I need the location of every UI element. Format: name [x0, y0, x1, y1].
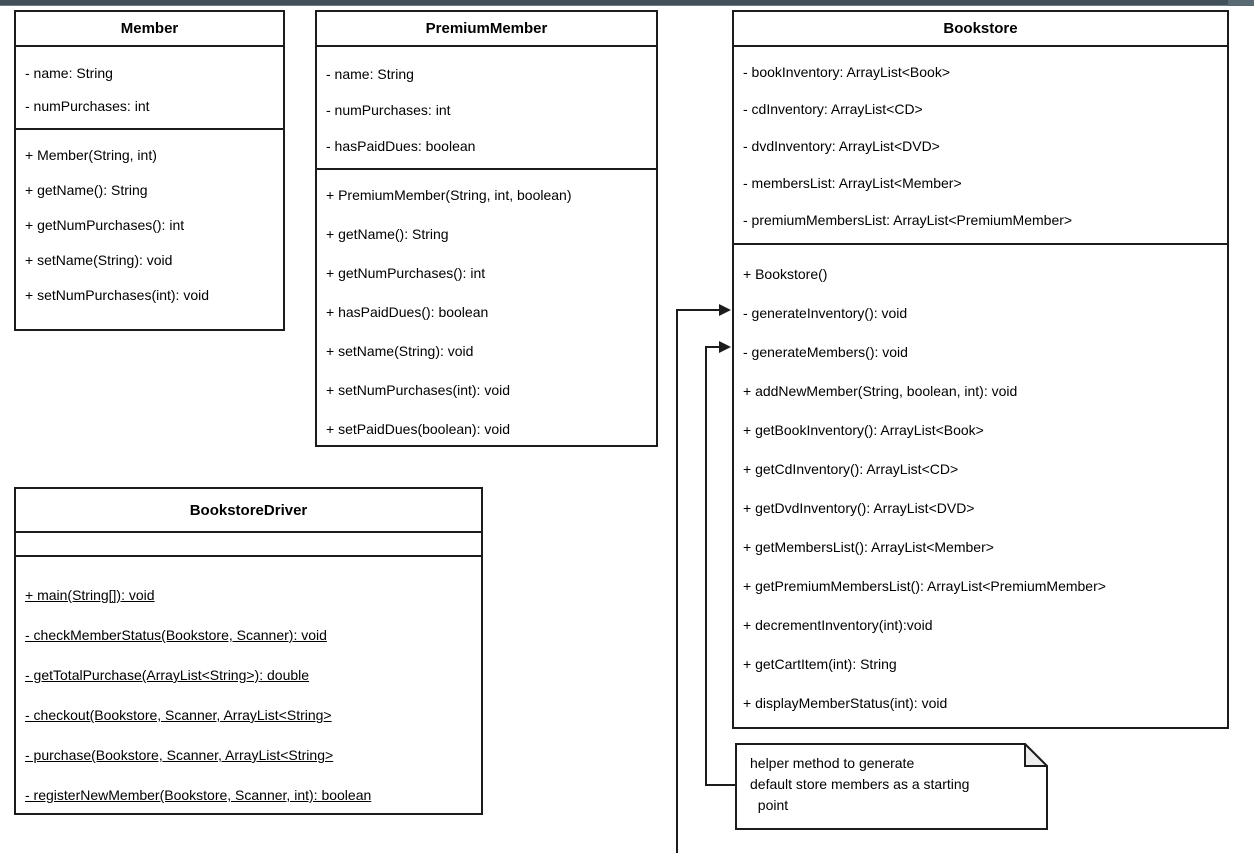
class-box-premium-member[interactable]: PremiumMember - name: String - numPurcha…	[315, 10, 658, 447]
note-text: helper method to generate default store …	[735, 743, 1048, 830]
method: + setNumPurchases(int): void	[326, 381, 511, 398]
attribute: - numPurchases: int	[25, 97, 150, 114]
method: + getName(): String	[326, 225, 449, 242]
class-title: Member	[16, 12, 283, 47]
method: - checkout(Bookstore, Scanner, ArrayList…	[25, 707, 332, 723]
method: + PremiumMember(String, int, boolean)	[326, 186, 572, 203]
method: - checkMemberStatus(Bookstore, Scanner):…	[25, 627, 327, 643]
connector-to-generate-inventory	[676, 309, 720, 853]
note-fold-corner-icon	[1024, 743, 1048, 767]
class-box-bookstore[interactable]: Bookstore - bookInventory: ArrayList<Boo…	[732, 10, 1229, 729]
method: + getCartItem(int): String	[743, 655, 897, 672]
method: + main(String[]): void	[25, 587, 155, 603]
class-title: BookstoreDriver	[16, 489, 481, 533]
class-title: Bookstore	[734, 12, 1227, 47]
attribute: - cdInventory: ArrayList<CD>	[743, 100, 923, 117]
window-edge-bar-right	[1228, 0, 1254, 6]
attribute: - dvdInventory: ArrayList<DVD>	[743, 137, 940, 154]
method: + getNumPurchases(): int	[326, 264, 486, 281]
attribute: - membersList: ArrayList<Member>	[743, 174, 962, 191]
attribute: - name: String	[326, 66, 414, 82]
method: + displayMemberStatus(int): void	[743, 694, 948, 711]
method: + getMembersList(): ArrayList<Member>	[743, 538, 994, 555]
note-line: point	[750, 797, 789, 813]
method: - getTotalPurchase(ArrayList<String>): d…	[25, 667, 310, 683]
method: - purchase(Bookstore, Scanner, ArrayList…	[25, 747, 334, 763]
method: + getNumPurchases(): int	[25, 216, 185, 233]
method: + Bookstore()	[743, 265, 828, 282]
methods-section: + PremiumMember(String, int, boolean) + …	[317, 170, 656, 448]
method: + hasPaidDues(): boolean	[326, 303, 489, 320]
note-box[interactable]: helper method to generate default store …	[735, 743, 1048, 830]
method: + setName(String): void	[25, 251, 173, 268]
attributes-section: - name: String - numPurchases: int	[16, 47, 283, 130]
attribute: - numPurchases: int	[326, 102, 451, 118]
method: - registerNewMember(Bookstore, Scanner, …	[25, 787, 372, 803]
arrowhead-generate-members	[719, 341, 731, 353]
attributes-section-empty	[16, 533, 481, 557]
method: + addNewMember(String, boolean, int): vo…	[743, 382, 1018, 399]
attribute: - hasPaidDues: boolean	[326, 138, 476, 154]
arrowhead-generate-inventory	[719, 304, 731, 316]
method: + getPremiumMembersList(): ArrayList<Pre…	[743, 577, 1106, 594]
method: - generateMembers(): void	[743, 343, 908, 360]
note-line: default store members as a starting	[750, 776, 970, 792]
method: + setPaidDues(boolean): void	[326, 420, 511, 437]
connector-note-to-generate-members	[705, 346, 735, 786]
methods-section: + Member(String, int) + getName(): Strin…	[16, 130, 283, 329]
method: + Member(String, int)	[25, 146, 157, 163]
method: + getDvdInventory(): ArrayList<DVD>	[743, 499, 975, 516]
method: + getName(): String	[25, 181, 148, 198]
method: + decrementInventory(int):void	[743, 616, 933, 633]
note-shape	[735, 743, 1048, 830]
class-title: PremiumMember	[317, 12, 656, 47]
method: + setNumPurchases(int): void	[25, 286, 210, 303]
method: + getCdInventory(): ArrayList<CD>	[743, 460, 959, 477]
class-box-bookstore-driver[interactable]: BookstoreDriver + main(String[]): void -…	[14, 487, 483, 815]
attributes-section: - bookInventory: ArrayList<Book> - cdInv…	[734, 47, 1227, 245]
method: + setName(String): void	[326, 342, 474, 359]
method: - generateInventory(): void	[743, 304, 908, 321]
methods-section: + Bookstore() - generateInventory(): voi…	[734, 245, 1227, 727]
note-line: helper method to generate	[750, 755, 915, 771]
window-edge-bar	[0, 0, 1254, 6]
attribute: - premiumMembersList: ArrayList<PremiumM…	[743, 211, 1073, 228]
attribute: - bookInventory: ArrayList<Book>	[743, 63, 950, 80]
attributes-section: - name: String - numPurchases: int - has…	[317, 47, 656, 170]
class-box-member[interactable]: Member - name: String - numPurchases: in…	[14, 10, 285, 331]
attribute: - name: String	[25, 64, 113, 81]
method: + getBookInventory(): ArrayList<Book>	[743, 421, 984, 438]
methods-section: + main(String[]): void - checkMemberStat…	[16, 557, 481, 815]
